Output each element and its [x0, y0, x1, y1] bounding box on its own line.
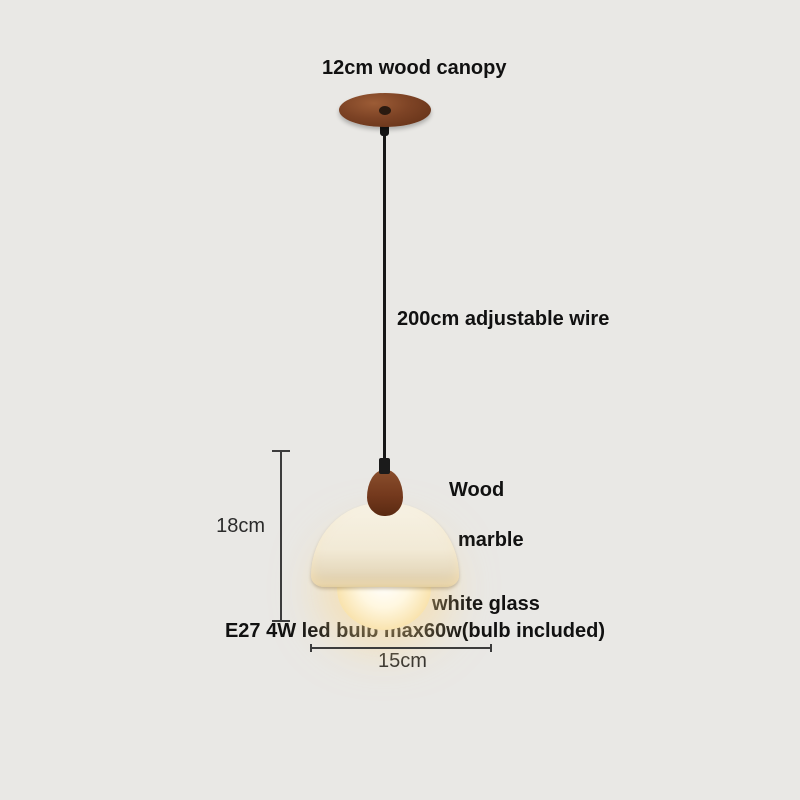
- pendant-wire: [383, 130, 386, 468]
- glass-part-label: white glass: [432, 593, 540, 615]
- canopy-dimension-label: 12cm wood canopy: [322, 57, 507, 79]
- wood-cap: [367, 470, 403, 516]
- dimension-bar-vertical: [280, 450, 282, 622]
- wood-canopy: [339, 93, 431, 127]
- wire-length-label: 200cm adjustable wire: [397, 308, 610, 330]
- width-dimension-label: 15cm: [378, 650, 427, 672]
- wood-part-label: Wood: [449, 479, 505, 501]
- cord-grip: [380, 122, 389, 136]
- canopy-center-hub: [379, 106, 391, 115]
- lamp-socket: [379, 458, 390, 474]
- dimension-bar-horizontal: [310, 647, 492, 649]
- dimension-cap-bottom: [272, 620, 290, 622]
- dimension-cap-right: [490, 644, 492, 652]
- marble-part-label: marble: [458, 529, 524, 551]
- height-dimension-label: 18cm: [216, 515, 265, 537]
- width-dimension-line: [310, 644, 492, 652]
- bulb-spec-label: E27 4W led bulb max60w(bulb included): [224, 620, 606, 642]
- height-dimension-line: [272, 450, 290, 622]
